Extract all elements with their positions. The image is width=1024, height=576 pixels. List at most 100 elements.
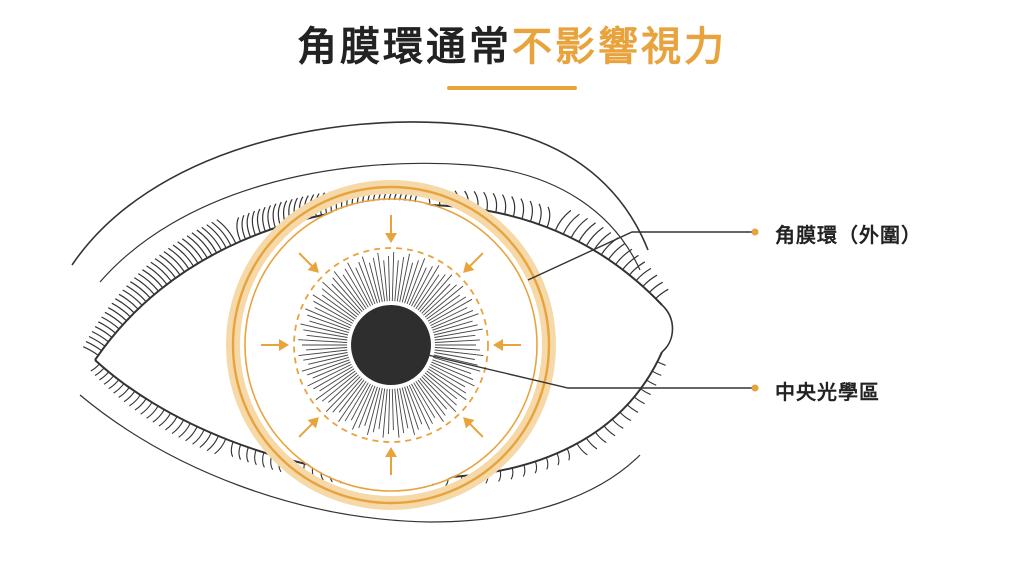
eyelash [626, 404, 639, 413]
iris-fiber [413, 265, 440, 308]
inward-arrow-shaft [467, 252, 484, 269]
iris-fiber [423, 284, 457, 316]
iris-fiber [415, 274, 440, 309]
eyelash [129, 394, 141, 407]
eyelash [181, 238, 204, 261]
callout-label-center: 中央光學區 [775, 380, 880, 404]
eyelash [562, 213, 580, 235]
iris-fiber [423, 374, 457, 406]
eyelash [534, 461, 538, 474]
eyelash [111, 302, 131, 318]
iris-fiber [368, 262, 381, 303]
eyelash [163, 251, 185, 273]
iris-fiber [325, 376, 361, 413]
eyelash [510, 467, 514, 480]
eyelash [545, 457, 549, 470]
eyelash [191, 232, 213, 256]
iris-fiber [391, 388, 394, 431]
iris-fiber [426, 294, 461, 320]
iris-fiber [431, 309, 474, 329]
iris-fiber [421, 376, 457, 413]
iris-fiber [411, 383, 433, 424]
lower-lid-line [79, 394, 641, 523]
iris-fiber [427, 296, 467, 322]
eyelash [146, 265, 168, 285]
eyelash [642, 274, 658, 287]
eyelash [199, 432, 212, 448]
eyelash [216, 219, 237, 244]
eyelash [529, 200, 533, 222]
iris-fiber [347, 262, 371, 307]
eyelash [629, 261, 646, 276]
iris-fiber [298, 339, 348, 343]
iris-fiber [332, 378, 363, 413]
inward-arrows [261, 215, 521, 475]
eyelash [256, 208, 261, 234]
eyelash [538, 203, 542, 225]
iris-fiber [328, 374, 359, 403]
iris-fiber [396, 388, 405, 434]
eyelash [608, 242, 626, 260]
iris-fiber [394, 388, 400, 438]
iris-fiber [344, 382, 369, 422]
callout-leader-center [427, 354, 752, 389]
upper-eyelid-crease-inner [99, 162, 641, 283]
iris-fiber [434, 339, 480, 343]
eyelash [619, 411, 632, 422]
eyelash [118, 387, 130, 398]
iris-fiber [401, 262, 414, 303]
iris-fiber [399, 388, 409, 429]
iris-fiber [406, 258, 426, 305]
title-dark-part: 角膜環通常 [297, 24, 512, 70]
eyelash [108, 379, 120, 390]
iris-fibers [298, 251, 484, 438]
iris-fiber [434, 347, 480, 351]
iris-fiber [424, 285, 464, 318]
iris-fiber [338, 379, 365, 413]
iris-fiber [419, 274, 453, 312]
iris-fiber [301, 356, 349, 372]
inward-arrow-head [463, 417, 475, 429]
iris-fiber [406, 385, 423, 425]
eyelash [133, 277, 155, 295]
iris-fiber [313, 300, 353, 324]
inward-arrow-head [463, 261, 475, 273]
iris-fiber [399, 253, 410, 302]
iris-fiber [417, 274, 446, 311]
iris-fiber [401, 387, 416, 436]
eyelash [492, 192, 498, 213]
eyelash [556, 453, 560, 466]
eyelash [85, 341, 102, 352]
iris-fiber [350, 383, 371, 421]
callout-dot-center [751, 384, 759, 392]
inward-arrow-head [307, 261, 319, 273]
iris-fiber [413, 382, 436, 419]
inward-arrow-shaft [467, 421, 484, 438]
eyelash [593, 232, 612, 251]
iris-fiber [421, 283, 451, 314]
iris-fiber [404, 386, 419, 430]
iris-fiber [434, 352, 475, 360]
eyelash [498, 470, 502, 482]
iris-fiber [434, 334, 476, 341]
eyelash [246, 212, 251, 238]
eyelash [177, 241, 199, 264]
eyelash [206, 224, 227, 249]
eyelash [585, 437, 598, 450]
eyelash [272, 203, 277, 229]
inward-arrow-shaft [298, 421, 315, 438]
iris-fiber [433, 324, 478, 336]
central-zone-boundary [293, 247, 489, 443]
eyelash [115, 298, 135, 314]
iris-fiber [314, 307, 352, 327]
iris-fiber [361, 256, 378, 304]
eyelash [238, 444, 242, 460]
iris-fiber [408, 267, 427, 306]
iris-fiber [408, 384, 431, 430]
eyelash [267, 205, 272, 230]
eyelash [206, 435, 219, 452]
eyelash [241, 214, 247, 240]
eyelash [152, 409, 165, 423]
eyelash [214, 438, 227, 455]
